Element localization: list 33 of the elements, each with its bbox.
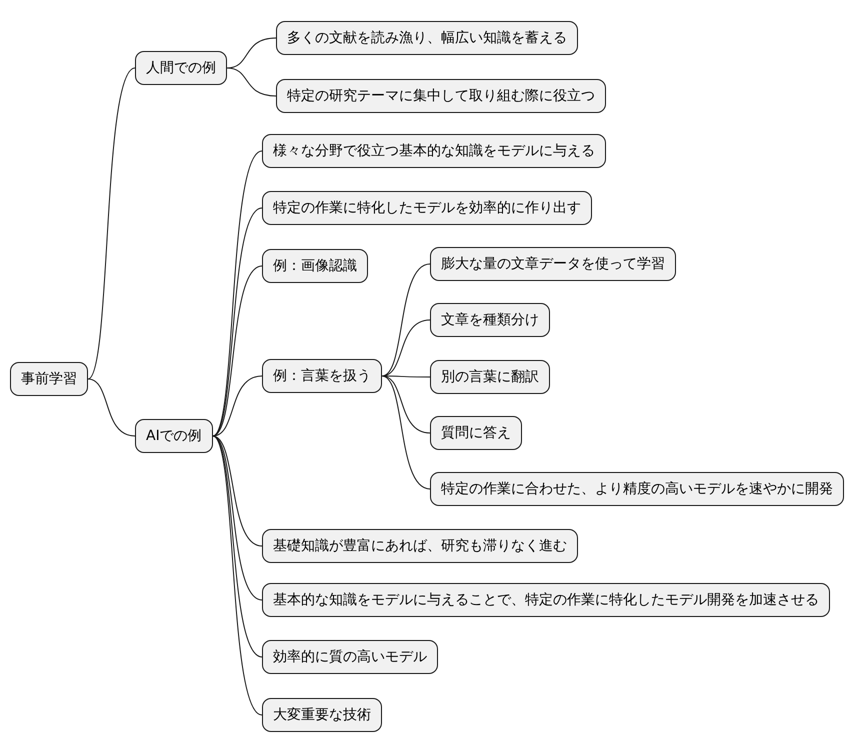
connector-line [382,320,430,376]
topic-box: 様々な分野で役立つ基本的な知識をモデルに与える [262,134,606,168]
connector-line [88,378,136,436]
connector-line [212,266,262,436]
connector-line [382,376,430,434]
topic-box: 大変重要な技術 [262,698,382,732]
connector-line [382,376,430,490]
connector-line [88,68,136,380]
topic-box: 基礎知識が豊富にあれば、研究も滞りなく進む [262,529,578,563]
topic-box: AIでの例 [135,419,213,453]
topic-box: 効率的に質の高いモデル [262,640,438,674]
topic-box: 例：画像認識 [262,249,368,283]
connector-line [212,376,262,436]
connector-line [382,264,430,376]
connector-line [212,436,262,658]
topic-box: 例：言葉を扱う [262,359,382,393]
topic-box: 人間での例 [135,51,227,85]
topic-box: 多くの文献を読み漁り、幅広い知識を蓄える [276,21,578,55]
connector-line [212,208,262,436]
connector-line [212,150,262,436]
topic-box: 基本的な知識をモデルに与えることで、特定の作業に特化したモデル開発を加速させる [262,583,830,617]
connector-line [212,436,262,546]
connector-line [212,436,262,716]
topic-box: 別の言葉に翻訳 [430,360,550,394]
topic-box: 膨大な量の文章データを使って学習 [430,247,676,281]
topic-box: 事前学習 [10,362,88,396]
connector-line [226,68,276,96]
topic-box: 特定の作業に合わせた、より精度の高いモデルを速やかに開発 [430,472,844,506]
topic-box: 質問に答え [430,416,522,450]
connector-line [212,436,262,600]
topic-box: 特定の研究テーマに集中して取り組む際に役立つ [276,79,606,113]
topic-box: 特定の作業に特化したモデルを効率的に作り出す [262,191,592,225]
topic-box: 文章を種類分け [430,303,550,337]
